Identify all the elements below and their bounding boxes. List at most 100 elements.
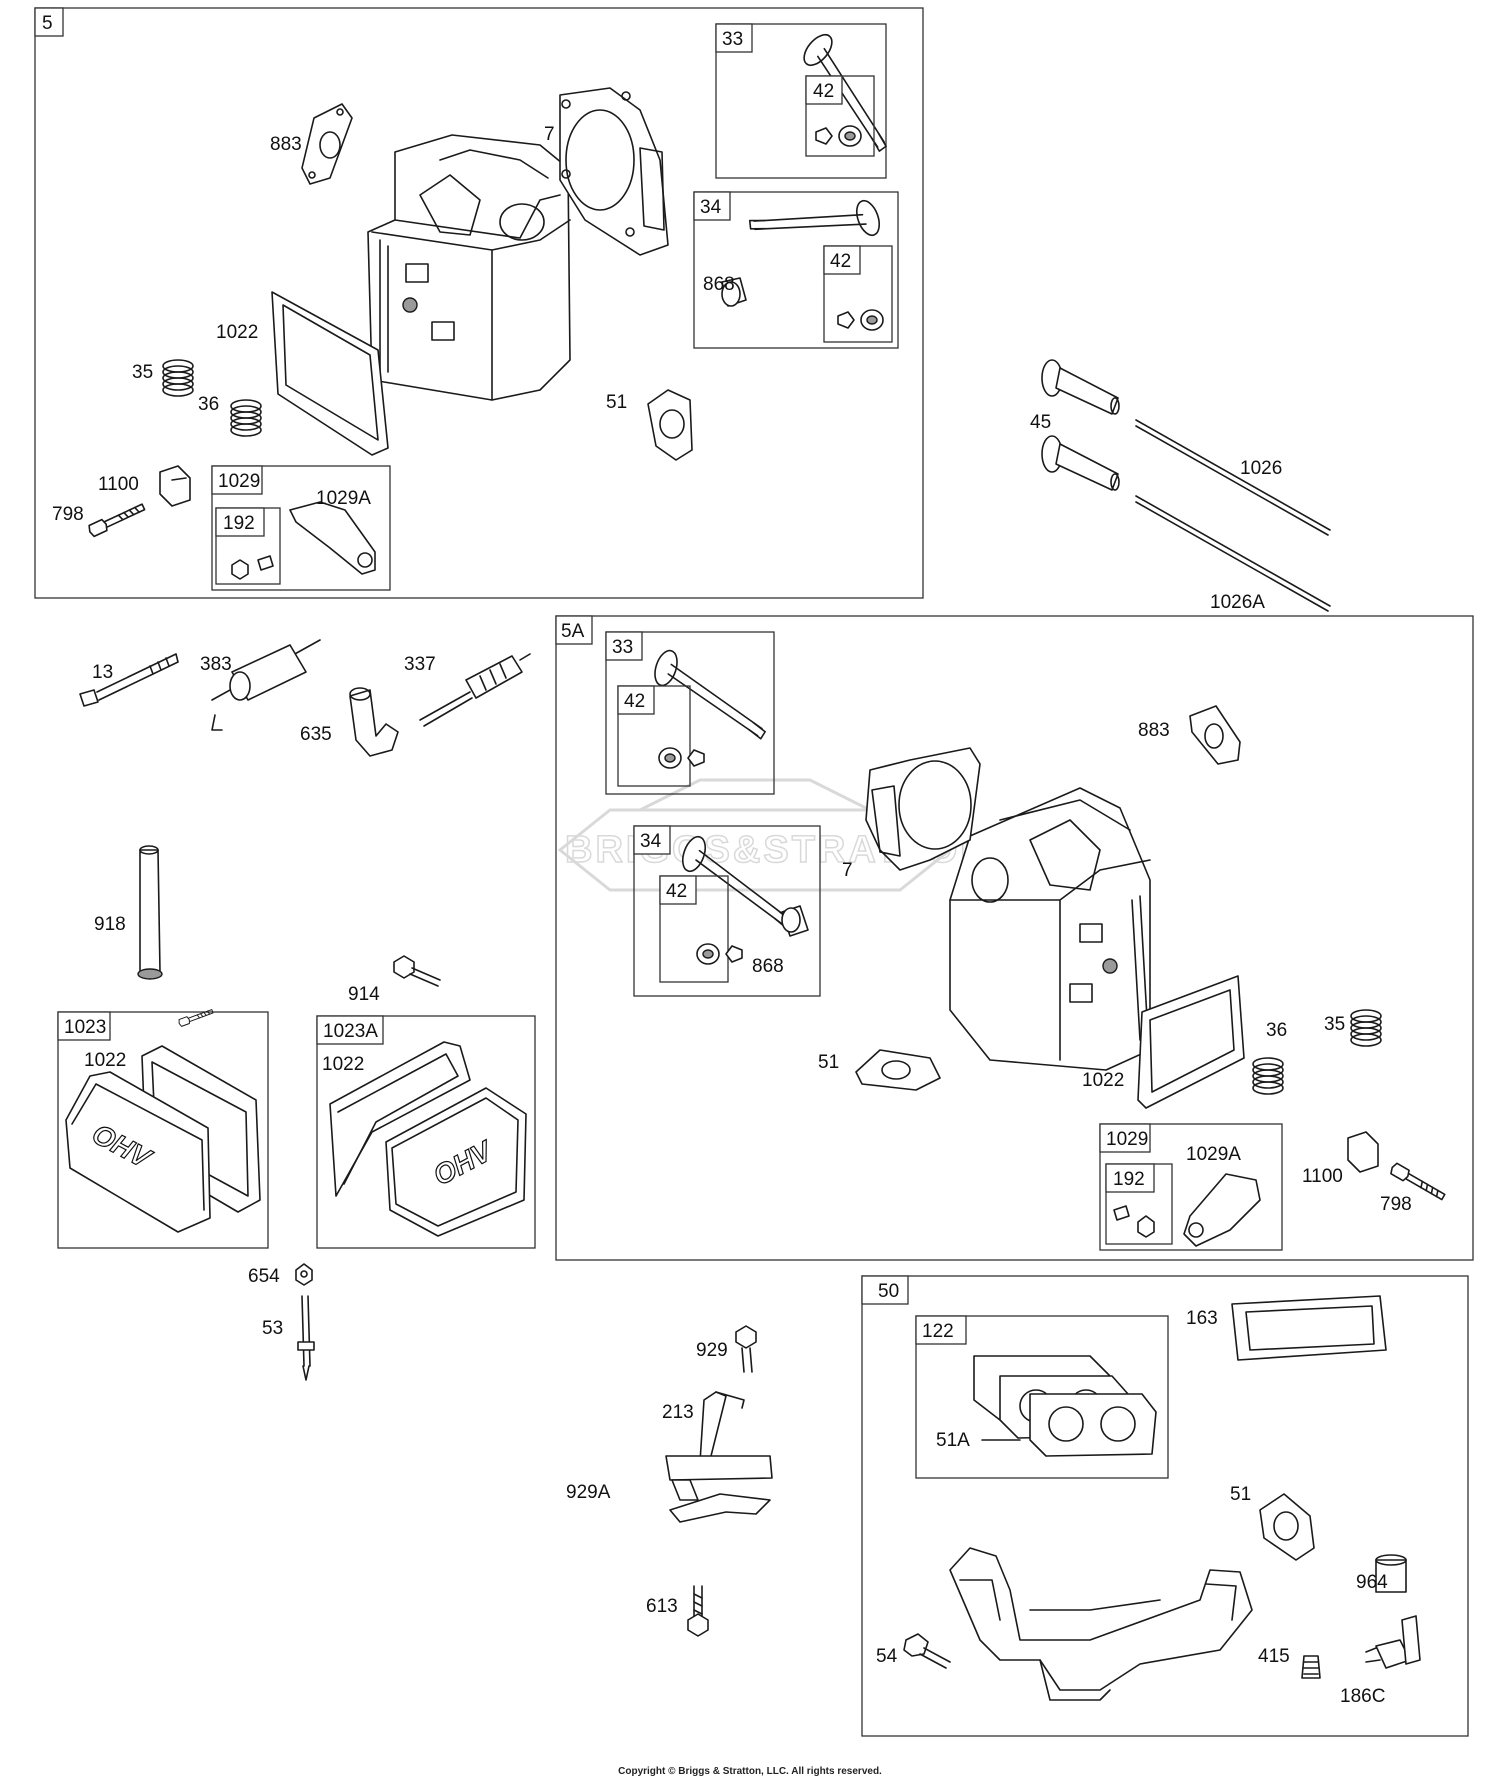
boot-635 [349,687,399,757]
label-1100: 1100 [98,474,139,495]
svg-text:192: 192 [1113,1169,1145,1190]
label-35: 35 [132,362,153,383]
label-1022: 1022 [216,322,258,343]
label-964: 964 [1356,1572,1388,1593]
label-186C: 186C [1340,1686,1385,1707]
head-gasket-7b [865,747,981,871]
spring-35a [162,359,194,397]
label-13: 13 [92,662,113,683]
svg-text:34: 34 [700,197,722,218]
label-929A: 929A [566,1482,611,1503]
spark-plug-337 [419,653,531,727]
svg-text:42: 42 [813,81,834,102]
svg-text:1023: 1023 [64,1017,106,1038]
label-51: 51 [606,392,627,413]
pushrods-1026 [1135,419,1331,612]
rocker-gasket-1022d [1137,975,1245,1109]
elbow-186C [1365,1615,1421,1669]
spring-36a [230,399,262,437]
label-337: 337 [404,654,436,675]
screw-929 [735,1325,757,1373]
svg-text:122: 122 [922,1321,954,1342]
label-1100: 1100 [1302,1166,1343,1187]
svg-text:33: 33 [722,29,743,50]
box-1023A: 1023A OHV [316,1015,536,1249]
label-1026A: 1026A [1210,592,1265,613]
label-883: 883 [1138,720,1170,741]
screw-914 [393,955,441,987]
bracket-213 [665,1391,773,1523]
label-36: 36 [1266,1020,1287,1041]
box-5: 5 33 42 34 42 1029 192 [34,7,924,599]
label-45: 45 [1030,412,1051,433]
sleeve-964 [1375,1554,1407,1593]
label-36: 36 [198,394,219,415]
guide-1100b [1347,1131,1379,1173]
svg-text:1029: 1029 [1106,1129,1148,1150]
label-213: 213 [662,1402,694,1423]
rocker-gasket-1022a [271,291,389,456]
box-50: 50 122 [861,1275,1469,1737]
label-7: 7 [842,860,853,881]
stud-53 [297,1295,315,1381]
lifters-45 [1041,359,1120,491]
label-883: 883 [270,134,302,155]
label-35: 35 [1324,1014,1345,1035]
gasket-163 [1231,1295,1387,1361]
svg-text:1029: 1029 [218,471,260,492]
cylinder-head-5 [367,134,571,401]
svg-text:192: 192 [223,513,255,534]
gasket-51a [647,389,693,461]
svg-text:33: 33 [612,637,633,658]
label-914: 914 [348,984,380,1005]
box-1023: 1023 OHV [57,1011,269,1249]
label-635: 635 [300,724,332,745]
svg-text:42: 42 [830,251,851,272]
label-1026: 1026 [1240,458,1282,479]
gasket-51c [1259,1493,1315,1561]
primer-383 [211,639,321,731]
svg-text:5A: 5A [561,621,585,642]
gasket-51b [855,1049,941,1091]
label-798: 798 [1380,1194,1412,1215]
svg-text:42: 42 [624,691,645,712]
label-929: 929 [696,1340,728,1361]
spring-35b [1350,1009,1382,1047]
label-868: 868 [703,274,735,295]
label-918: 918 [94,914,126,935]
label-1022: 1022 [322,1054,364,1075]
head-gasket-7a [559,87,669,256]
bolt-613 [687,1585,709,1637]
svg-text:42: 42 [666,881,687,902]
label-798: 798 [52,504,84,525]
gasket-883a [301,103,353,185]
svg-text:34: 34 [640,831,662,852]
label-415: 415 [1258,1646,1290,1667]
intake-manifold [949,1547,1253,1701]
label-1029A: 1029A [316,488,371,509]
cylinder-head-5A [949,787,1151,1071]
label-54: 54 [876,1646,898,1667]
tube-918 [137,845,163,980]
box-5A: 5A 33 42 34 42 1029 192 [555,615,1474,1261]
svg-text:50: 50 [878,1281,899,1302]
label-163: 163 [1186,1308,1218,1329]
label-53: 53 [262,1318,283,1339]
label-7: 7 [544,124,555,145]
screw-54 [903,1633,951,1669]
label-654: 654 [248,1266,280,1287]
bolt-13-shape [79,653,179,707]
label-1029A: 1029A [1186,1144,1241,1165]
label-383: 383 [200,654,232,675]
svg-text:1023A: 1023A [323,1021,378,1042]
gasket-883b [1189,705,1241,765]
fitting-415 [1301,1655,1321,1679]
guide-1100a [159,465,191,507]
label-51: 51 [1230,1484,1251,1505]
label-1022: 1022 [1082,1070,1124,1091]
label-51: 51 [818,1052,839,1073]
bolt-798a [86,500,147,539]
label-868: 868 [752,956,784,977]
copyright-notice: Copyright © Briggs & Stratton, LLC. All … [618,1766,882,1777]
